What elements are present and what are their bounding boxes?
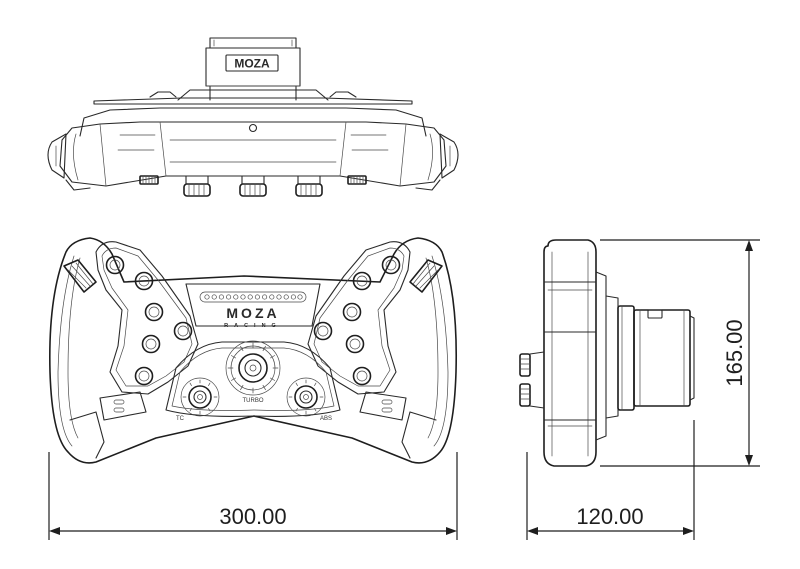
button-right-1: [381, 255, 401, 275]
top-view-body: [47, 107, 459, 191]
button-right-6: [352, 366, 372, 386]
button-right-3: [342, 302, 362, 322]
button-right-4: [313, 321, 333, 341]
button-left-4: [173, 321, 193, 341]
right-button-plate: [307, 241, 411, 395]
top-view: MOZA: [47, 37, 459, 197]
left-button-plate: [95, 241, 199, 395]
button-left-2: [134, 271, 154, 291]
rotary-left-label: TC: [176, 416, 185, 422]
dimension-width-value: 300.00: [219, 504, 286, 529]
rotary-center-label: TURBO: [243, 398, 264, 404]
hub-logo-text: MOZA: [234, 57, 270, 71]
left-lower-pod: [99, 391, 147, 421]
front-view: MOZA RACING: [49, 237, 458, 464]
button-right-2: [352, 271, 372, 291]
side-view: [519, 239, 695, 467]
top-view-plate: [93, 89, 413, 105]
top-knob-right: [295, 175, 323, 197]
wheel-logo-subtext: RACING: [224, 323, 282, 329]
rotary-right: ABS: [286, 377, 332, 422]
button-right-5: [345, 334, 365, 354]
dimension-depth: 120.00: [526, 420, 695, 540]
center-logo: MOZA RACING: [224, 305, 282, 329]
right-buttons: [313, 255, 401, 386]
dimension-height: 165.00: [600, 239, 760, 467]
right-grip-wheel: [409, 259, 443, 293]
top-view-hub: MOZA: [205, 37, 301, 101]
button-left-3: [144, 302, 164, 322]
side-view-knobs: [519, 351, 545, 409]
top-knob-left: [183, 175, 211, 197]
dimension-depth-value: 120.00: [576, 504, 643, 529]
wheel-logo-text: MOZA: [226, 305, 279, 321]
button-left-5: [141, 334, 161, 354]
rotary-center-ticks: [227, 342, 279, 394]
top-knob-center: [239, 175, 267, 197]
center-panel: [185, 283, 321, 327]
rotary-left: TC: [176, 377, 220, 422]
button-left-1: [105, 255, 125, 275]
rotary-center: TURBO: [225, 340, 281, 404]
right-lower-pod: [359, 391, 407, 421]
rev-led-strip: [199, 291, 307, 303]
front-view-outline: [49, 237, 458, 464]
left-grip-wheel: [63, 259, 97, 293]
dimension-width: 300.00: [48, 452, 458, 540]
dimension-height-value: 165.00: [722, 319, 747, 386]
rotary-right-label: ABS: [320, 416, 332, 422]
top-view-knobs: [139, 175, 367, 197]
button-left-6: [134, 366, 154, 386]
left-buttons: [105, 255, 193, 386]
